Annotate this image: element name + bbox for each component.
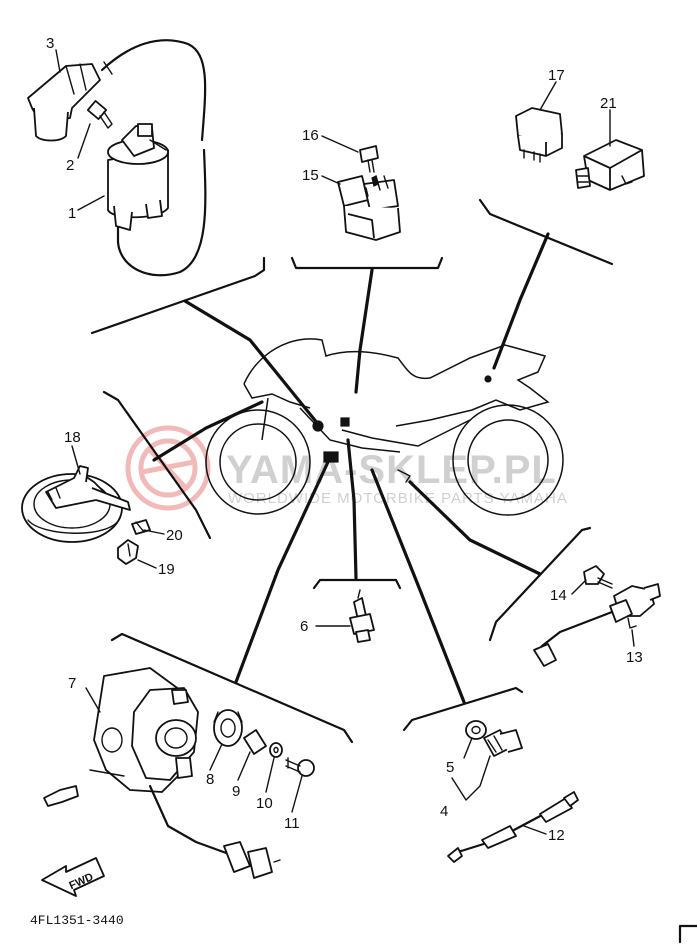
ignition-coil-assembly[interactable]	[27, 39, 207, 277]
grommet[interactable]	[213, 709, 243, 747]
leader-pickup	[234, 460, 330, 684]
neutral-switch[interactable]	[349, 589, 375, 643]
horn-bolt[interactable]	[117, 539, 139, 565]
leader-sidestand	[408, 480, 542, 576]
bracket-pickup	[110, 632, 354, 744]
watermark-main-text: YAMA-SKLEP.PL	[226, 448, 557, 492]
bracket-ignition	[90, 256, 266, 335]
callout-2: 2	[66, 157, 74, 174]
horn-nut[interactable]	[131, 519, 151, 535]
starter-relay[interactable]	[337, 175, 401, 241]
pickup-coil[interactable]	[43, 667, 281, 879]
callout-1: 1	[68, 205, 76, 222]
sidestand-switch-assembly[interactable]	[533, 565, 661, 667]
callout-3: 3	[46, 35, 54, 52]
sidestand-bolt[interactable]	[583, 565, 613, 589]
bracket-oil	[402, 686, 524, 732]
bracket-relay	[290, 256, 444, 270]
diagram-code: 4FL1351-3440	[30, 913, 124, 928]
sidestand-switch[interactable]	[533, 583, 661, 667]
callout-8: 8	[206, 771, 214, 788]
relay-screw[interactable]	[359, 145, 379, 173]
callout-11: 11	[284, 815, 300, 832]
callout-6: 6	[300, 618, 308, 635]
callout-20: 20	[166, 527, 183, 544]
screw-pickup[interactable]	[285, 757, 315, 777]
callout-18: 18	[64, 429, 81, 446]
flasher-relay[interactable]	[575, 139, 645, 191]
motorcycle-outline	[205, 338, 564, 516]
leader-relay	[354, 268, 374, 394]
ignition-coil[interactable]	[107, 123, 169, 231]
leader-neutral	[346, 438, 358, 580]
horn[interactable]	[21, 465, 131, 543]
callout-19: 19	[158, 561, 175, 578]
group-brackets	[90, 198, 614, 744]
leader-ignition	[183, 299, 320, 426]
callout-5: 5	[446, 759, 454, 776]
pickup-coil-assembly[interactable]	[43, 667, 315, 879]
watermark-logo	[125, 425, 211, 511]
oil-level-switch[interactable]	[483, 729, 523, 757]
callout-12: 12	[548, 827, 565, 844]
callout-leaders	[55, 49, 635, 835]
callout-17: 17	[548, 67, 565, 84]
callout-14: 14	[550, 587, 567, 604]
high-tension-lead	[100, 39, 207, 142]
relay-unit[interactable]	[515, 107, 563, 163]
leader-horn	[152, 400, 264, 462]
bracket-flasher	[478, 198, 614, 266]
collar[interactable]	[243, 729, 267, 755]
gasket[interactable]	[465, 720, 487, 740]
watermark: YAMA-SKLEP.PL WORLDWIDE MOTORBIKE PARTS …	[125, 425, 567, 511]
bolt-coil[interactable]	[86, 100, 113, 129]
starter-relay-assembly[interactable]	[337, 145, 401, 241]
washer[interactable]	[269, 742, 283, 758]
callout-7: 7	[68, 675, 76, 692]
callout-9: 9	[232, 783, 240, 800]
leader-oil	[370, 468, 466, 704]
horn-assembly[interactable]	[21, 465, 151, 565]
plug-cap[interactable]	[27, 63, 101, 142]
oil-level-assembly[interactable]	[447, 720, 579, 863]
forward-arrow: FWD	[41, 857, 105, 897]
callout-numbers: 1 2 3 4 5 6 7 8 9 10 11 12 13 14 15 16 1…	[46, 35, 643, 844]
relay-flasher-assembly[interactable]	[515, 107, 645, 191]
bracket-sidestand	[488, 526, 592, 642]
bracket-horn	[102, 390, 212, 540]
corner-mark	[678, 924, 697, 944]
callout-15: 15	[302, 167, 319, 184]
callout-13: 13	[626, 649, 643, 666]
lead-wire[interactable]	[447, 791, 579, 863]
leader-flasher	[492, 232, 550, 370]
callout-4: 4	[440, 803, 448, 820]
callout-16: 16	[302, 127, 319, 144]
callout-10: 10	[256, 795, 273, 812]
bracket-neutral	[312, 578, 402, 590]
callout-21: 21	[600, 95, 617, 112]
